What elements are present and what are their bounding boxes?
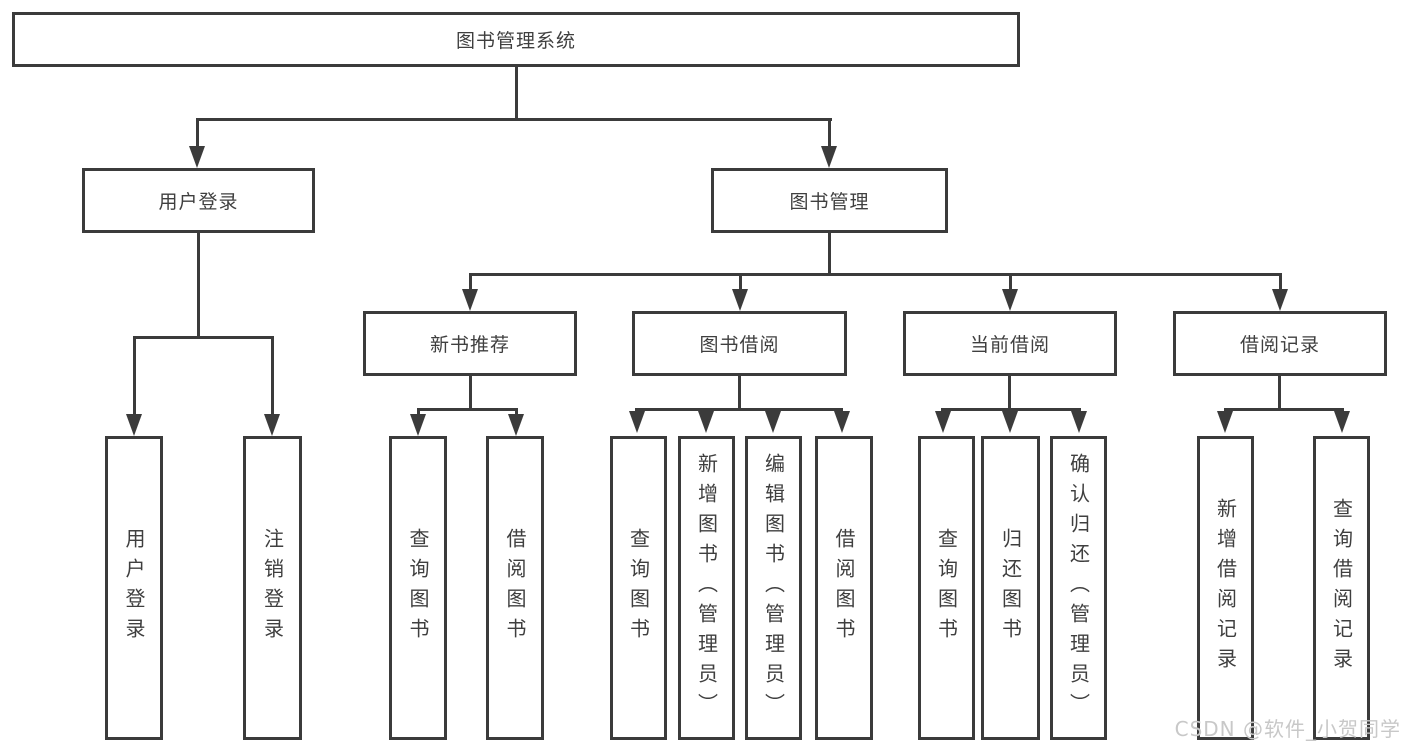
leaf-label: 查询图书 [406, 528, 430, 648]
connector-line [196, 118, 832, 121]
leaf-query-books-recommend: 查询图书 [389, 436, 447, 740]
connector-line [1008, 376, 1011, 408]
node-user-login: 用户登录 [82, 168, 315, 233]
node-book-borrowing: 图书借阅 [632, 311, 847, 376]
leaf-label: 查询借阅记录 [1329, 498, 1354, 678]
leaf-logout: 注销登录 [243, 436, 302, 740]
connector-line [197, 233, 200, 336]
arrowhead-down-icon [508, 414, 524, 436]
node-label: 借阅记录 [1239, 334, 1320, 356]
connector-line [515, 67, 518, 118]
connector-line [469, 273, 1282, 276]
connector-line [635, 408, 843, 411]
connector-line [515, 408, 518, 416]
csdn-watermark: CSDN @软件_小贺同学 [1174, 717, 1401, 741]
leaf-label: 新增借阅记录 [1213, 498, 1238, 678]
connector-line [738, 376, 741, 408]
arrowhead-down-icon [1002, 411, 1018, 433]
arrowhead-down-icon [732, 289, 748, 311]
connector-line [1278, 376, 1281, 408]
leaf-query-books-borrowing: 查询图书 [610, 436, 667, 740]
connector-line [828, 233, 831, 273]
arrowhead-down-icon [1334, 411, 1350, 433]
node-library-management-system: 图书管理系统 [12, 12, 1020, 67]
connector-line [739, 273, 742, 291]
arrowhead-down-icon [821, 146, 837, 168]
connector-line [828, 118, 831, 150]
leaf-label: 确认归还（管理员） [1066, 453, 1091, 723]
leaf-label: 借阅图书 [503, 528, 527, 648]
arrowhead-down-icon [264, 414, 280, 436]
leaf-label: 用户登录 [122, 528, 146, 648]
leaf-label: 归还图书 [998, 528, 1023, 648]
connector-line [941, 408, 1081, 411]
node-new-book-recommend: 新书推荐 [363, 311, 577, 376]
leaf-add-book-admin: 新增图书（管理员） [678, 436, 735, 740]
arrowhead-down-icon [1002, 289, 1018, 311]
leaf-query-borrow-record: 查询借阅记录 [1313, 436, 1370, 740]
node-label: 图书借阅 [699, 334, 780, 356]
connector-line [196, 118, 199, 150]
leaf-label: 新增图书（管理员） [694, 453, 719, 723]
leaf-confirm-return-admin: 确认归还（管理员） [1050, 436, 1107, 740]
node-label: 新书推荐 [429, 334, 510, 356]
arrowhead-down-icon [1217, 411, 1233, 433]
arrowhead-down-icon [629, 411, 645, 433]
connector-line [469, 376, 472, 408]
leaf-label: 注销登录 [260, 528, 285, 648]
arrowhead-down-icon [1272, 289, 1288, 311]
node-current-borrowing: 当前借阅 [903, 311, 1117, 376]
node-label: 用户登录 [158, 191, 239, 213]
node-label: 当前借阅 [969, 334, 1050, 356]
arrowhead-down-icon [462, 289, 478, 311]
node-label: 图书管理系统 [455, 30, 576, 52]
connector-line [417, 408, 518, 411]
leaf-borrow-books-borrowing: 借阅图书 [815, 436, 873, 740]
leaf-add-borrow-record: 新增借阅记录 [1197, 436, 1254, 740]
leaf-label: 借阅图书 [832, 528, 856, 648]
leaf-query-books-current: 查询图书 [918, 436, 975, 740]
arrowhead-down-icon [698, 411, 714, 433]
leaf-edit-book-admin: 编辑图书（管理员） [745, 436, 802, 740]
arrowhead-down-icon [834, 411, 850, 433]
connector-line [469, 273, 472, 291]
leaf-label: 查询图书 [626, 528, 651, 648]
connector-line [1009, 273, 1012, 291]
leaf-return-books: 归还图书 [981, 436, 1040, 740]
connector-line [133, 336, 136, 414]
leaf-label: 查询图书 [934, 528, 959, 648]
arrowhead-down-icon [410, 414, 426, 436]
connector-line [1224, 408, 1344, 411]
connector-line [1279, 273, 1282, 291]
arrowhead-down-icon [189, 146, 205, 168]
node-book-management: 图书管理 [711, 168, 948, 233]
arrowhead-down-icon [1071, 411, 1087, 433]
arrowhead-down-icon [126, 414, 142, 436]
leaf-borrow-books-recommend: 借阅图书 [486, 436, 544, 740]
node-borrowing-records: 借阅记录 [1173, 311, 1387, 376]
arrowhead-down-icon [765, 411, 781, 433]
leaf-label: 编辑图书（管理员） [761, 453, 786, 723]
connector-line [417, 408, 420, 416]
connector-line [271, 336, 274, 414]
leaf-user-login: 用户登录 [105, 436, 163, 740]
connector-line [133, 336, 274, 339]
arrowhead-down-icon [935, 411, 951, 433]
node-label: 图书管理 [789, 191, 870, 213]
